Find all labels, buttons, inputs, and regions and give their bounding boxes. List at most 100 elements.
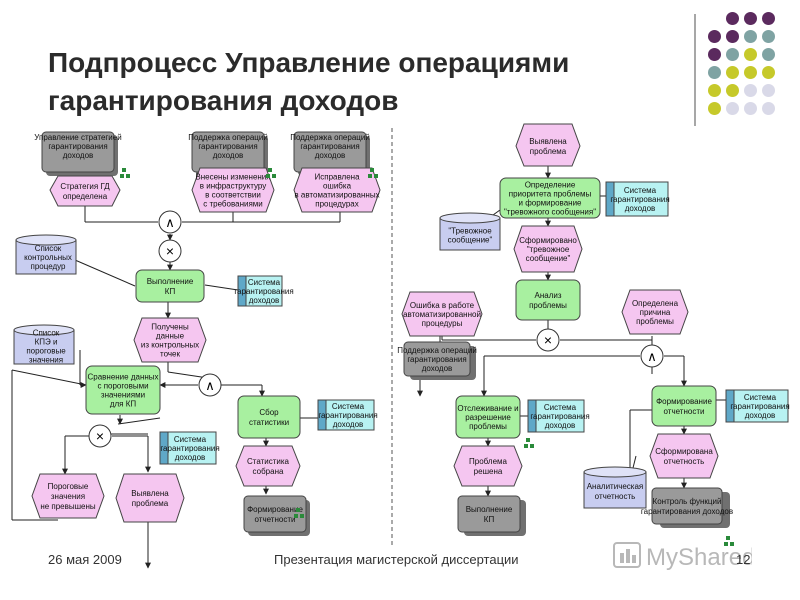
shape-label-line: Система xyxy=(174,435,207,444)
shape-label-line: Исправлена xyxy=(314,172,360,181)
footer-date: 26 мая 2009 xyxy=(48,552,122,567)
decorative-dot xyxy=(762,12,775,25)
decorative-dot xyxy=(708,30,721,43)
shape-label-line: гарантирования xyxy=(160,444,219,453)
shape-label-line: доходов xyxy=(249,296,280,305)
shape-label-line: Список xyxy=(35,244,62,253)
shape-label-line: в автоматизированных xyxy=(294,190,379,199)
shape-label-line: гарантирования xyxy=(730,402,789,411)
shape-label-line: КП xyxy=(165,287,176,296)
shape-label-line: пороговые xyxy=(26,346,66,355)
hierarchy-icon xyxy=(120,168,378,518)
shape-label-line: Сравнение данных xyxy=(87,372,158,381)
shape-label-line: Отслеживание и xyxy=(457,404,518,413)
decorative-dot xyxy=(726,30,739,43)
shape-label-line: гарантирования xyxy=(234,287,293,296)
shape-label-line: Определена xyxy=(632,299,679,308)
shape-label-line: гарантирования xyxy=(610,195,669,204)
decorative-divider xyxy=(694,14,696,126)
shape-label-line: Поддержка операций xyxy=(290,133,370,142)
shape-label-line: гарантирования xyxy=(318,411,377,420)
shape-label-line: и формирование xyxy=(519,198,583,207)
shape-label-line: доходов xyxy=(422,364,453,373)
shape-label-line: отчетности xyxy=(664,407,705,416)
shape-label-line: гарантирования xyxy=(407,355,466,364)
left-and-connector-2: ∧ xyxy=(198,373,222,397)
shape-label-line: доходов xyxy=(175,453,206,462)
shape-label-line: Система xyxy=(624,186,657,195)
shape-label-line: разрешение xyxy=(465,413,511,422)
decorative-dot xyxy=(744,12,757,25)
shape-label-line: Система xyxy=(744,393,777,402)
shape-label-line: сообщение" xyxy=(526,254,571,263)
shape-label-line: Внесены изменения xyxy=(195,172,270,181)
shape-label-line: доходов xyxy=(213,151,244,160)
shape-label-line: Пороговые xyxy=(48,482,89,491)
shape-label-line: значениями xyxy=(101,390,145,399)
shape-label-line: процедурах xyxy=(315,199,358,208)
shape-label-line: проблемы xyxy=(636,317,674,326)
event-error-label: Ошибка в работеавтоматизированнойпроцеду… xyxy=(403,301,481,328)
shape-label-line: приоритета проблемы xyxy=(509,189,592,198)
shape-label-line: ошибка xyxy=(323,181,352,190)
svg-text:MyShared: MyShared xyxy=(646,544,752,571)
shape-label-line: Выполнение xyxy=(466,505,513,514)
shape-label-line: Формирование xyxy=(656,397,712,406)
shape-label-line: Сформирована xyxy=(655,447,713,456)
title-line-2: гарантирования доходов xyxy=(48,85,399,116)
shape-label-line: Проблема xyxy=(469,457,507,466)
shape-label-line: данные xyxy=(156,331,185,340)
shape-label-line: Стратегия ГД xyxy=(60,182,110,191)
shape-label-line: значения xyxy=(51,492,85,501)
shape-label-line: КПЭ и xyxy=(35,337,58,346)
svg-text:×: × xyxy=(544,332,552,348)
shape-label-line: проблемы xyxy=(469,422,507,431)
shape-label-line: доходов xyxy=(333,420,364,429)
shape-label-line: статистики xyxy=(249,418,289,427)
decorative-dot xyxy=(708,84,721,97)
decorative-dot xyxy=(726,48,739,61)
shape-label-line: Контроль функций xyxy=(653,497,722,506)
shape-label-line: точек xyxy=(160,349,180,358)
shape-label-line: доходов xyxy=(625,204,656,213)
shape-label-line: Поддержка операций xyxy=(397,346,477,355)
shape-label-line: Поддержка операций xyxy=(188,133,268,142)
shape-label-line: Ошибка в работе xyxy=(410,301,475,310)
title-line-1: Подпроцесс Управление операциями xyxy=(48,47,570,78)
shape-label-line: доходов xyxy=(745,411,776,420)
shape-label-line: в соответствии xyxy=(205,190,261,199)
svg-text:×: × xyxy=(96,428,104,444)
